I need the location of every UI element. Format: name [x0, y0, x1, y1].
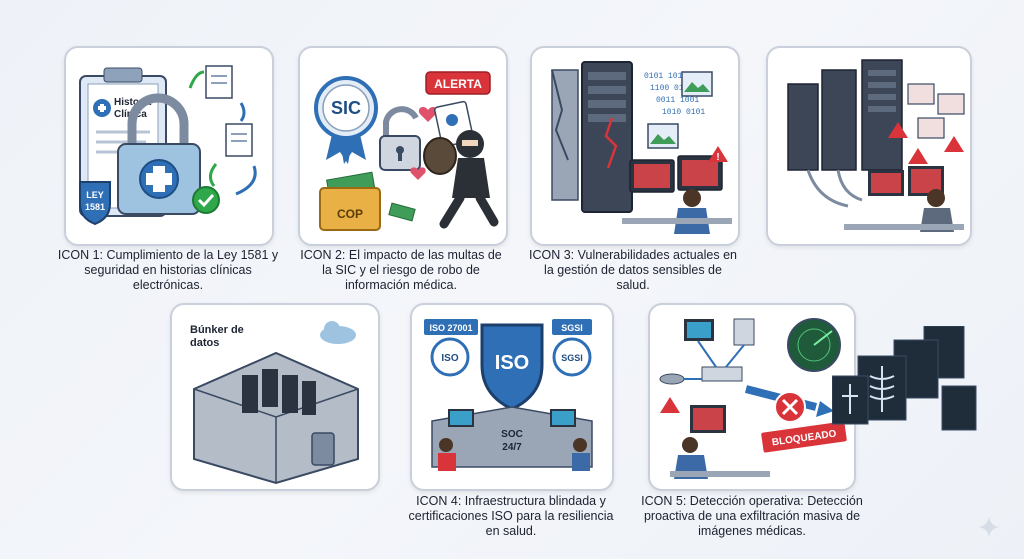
shield-law-label: LEY	[86, 190, 104, 200]
icon-card-extra	[766, 46, 972, 246]
soc-station-icon: SOC 24/7	[431, 406, 593, 471]
caption-icon-4: ICON 4: Infraestructura blindada y certi…	[408, 494, 614, 538]
binary-stream-icon: 0101 1010 1100 0110 0011 1001 1010 0101	[644, 72, 705, 117]
bunker-label-line-1: Búnker de	[190, 324, 244, 336]
sgsi-seal-label: SGSI	[561, 353, 583, 363]
icon-card-1: Historia Clínica LEY 1581	[64, 46, 274, 246]
iso-shield-icon: ISO	[480, 323, 544, 411]
padlock-icon	[117, 93, 201, 215]
broken-padlock-icon	[379, 106, 421, 171]
warning-screens-icon	[888, 83, 965, 164]
fortress-icon	[193, 351, 359, 485]
icon-card-2: SIC ALERTA COP	[298, 46, 508, 246]
operator-desk-icon	[844, 166, 964, 232]
iso-seal-label: ISO	[441, 353, 458, 364]
svg-text:1100 0110: 1100 0110	[650, 84, 693, 93]
thief-icon	[423, 130, 499, 229]
shield-law-number: 1581	[85, 202, 105, 212]
icon-card-4: ISO 27001 ISO SGSI SGSI ISO SOC 24/7	[410, 303, 614, 491]
caption-icon-2: ICON 2: El impacto de las multas de la S…	[300, 248, 502, 292]
check-badge-icon	[192, 186, 220, 214]
caption-icon-3: ICON 3: Vulnerabilidades actuales en la …	[529, 248, 737, 292]
blocked-x-icon	[774, 391, 806, 423]
cracked-server-icon	[551, 61, 633, 213]
document-flow-icon	[188, 65, 257, 196]
cloud-icon	[320, 321, 356, 344]
warning-monitor-icon	[660, 397, 770, 479]
iso-shield-label: ISO	[495, 352, 529, 374]
bunker-card: Búnker de datos	[170, 303, 380, 491]
law-shield-icon: LEY 1581	[79, 181, 111, 226]
sic-seal-icon: SIC	[314, 76, 378, 164]
operator-icon	[622, 189, 732, 234]
cop-money-folder-icon: COP	[319, 171, 416, 231]
xray-image-icon	[831, 325, 977, 431]
iso-27001-badge-icon: ISO 27001 ISO	[424, 319, 478, 377]
sgsi-badge-label: SGSI	[561, 323, 583, 333]
sparkle-icon	[978, 516, 1000, 543]
cables-icon	[806, 169, 863, 208]
folder-currency-label: COP	[337, 207, 363, 221]
soc-hours-label: 24/7	[502, 442, 522, 453]
hearts-icon	[410, 107, 438, 180]
icon-card-5: BLOQUEADO	[648, 303, 856, 491]
alert-tag-icon: ALERTA	[425, 71, 491, 95]
caption-icon-5: ICON 5: Detección operativa: Detección p…	[641, 494, 863, 538]
blocked-banner-icon: BLOQUEADO	[761, 421, 847, 453]
svg-text:!: !	[716, 152, 719, 163]
sic-seal-label: SIC	[331, 98, 361, 118]
leaking-images-icon	[647, 71, 713, 149]
svg-text:1010 0101: 1010 0101	[662, 108, 705, 117]
svg-text:0011 1001: 0011 1001	[656, 96, 699, 105]
network-icon	[659, 318, 755, 385]
doc-title-line-1: Historia	[114, 97, 152, 108]
sgsi-badge-icon: SGSI SGSI	[552, 319, 592, 377]
xray-images-group	[831, 325, 982, 456]
alert-label: ALERTA	[434, 77, 482, 91]
icon-card-3: 0101 1010 1100 0110 0011 1001 1010 0101 …	[530, 46, 740, 246]
svg-text:0101 1010: 0101 1010	[644, 72, 687, 81]
warning-monitors-icon: !	[629, 146, 728, 193]
caption-icon-1: ICON 1: Cumplimiento de la Ley 1581 y se…	[57, 248, 279, 292]
server-racks-icon	[787, 59, 903, 171]
soc-label: SOC	[501, 429, 523, 440]
iso-badge-label: ISO 27001	[429, 323, 472, 333]
bunker-label-line-2: datos	[190, 337, 219, 349]
radar-icon	[787, 318, 841, 372]
